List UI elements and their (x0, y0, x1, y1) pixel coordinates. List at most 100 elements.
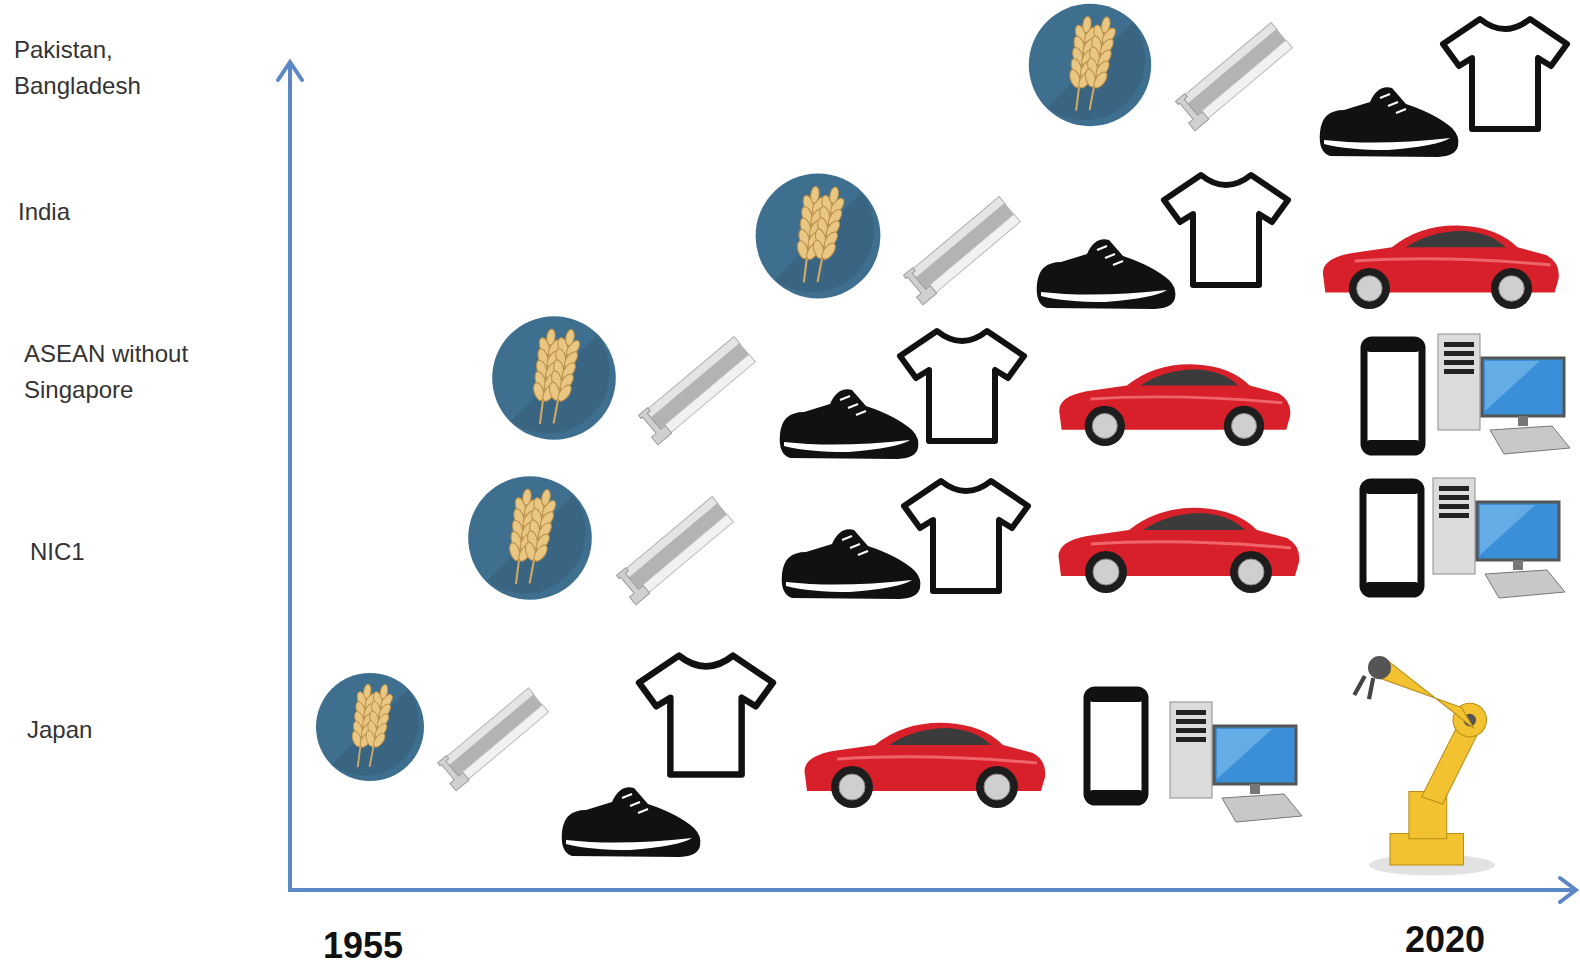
robot-upper-arm (1380, 659, 1475, 728)
pc-monitor (1482, 358, 1564, 416)
shirt-icon (904, 481, 1028, 591)
pc-glare (1485, 361, 1540, 411)
phone-top (1364, 340, 1422, 352)
t-shirt (1164, 175, 1288, 285)
shoe-body (1037, 239, 1176, 309)
shoe-lace (848, 404, 858, 408)
wheat-icon (468, 476, 592, 600)
phone (1363, 482, 1421, 594)
rail-web (448, 694, 542, 776)
car-highlight (837, 757, 1037, 763)
icon-part (782, 529, 921, 599)
car-wheel (1349, 268, 1390, 309)
wheat-grain (546, 328, 556, 345)
wheat-badge (492, 316, 616, 440)
wheat-grain (1091, 70, 1109, 90)
car-wheel (1085, 406, 1125, 446)
phone-top (1087, 690, 1145, 702)
car-highlight (1091, 542, 1291, 548)
row-label: NIC1 (30, 534, 190, 570)
rail-flange (1196, 40, 1293, 124)
x-axis-arrow (1560, 878, 1576, 902)
car-icon (805, 723, 1046, 808)
icon-part (1172, 22, 1293, 131)
pc-slot (1176, 728, 1206, 733)
pc-glare (1217, 729, 1272, 779)
pc-monitor (1477, 502, 1559, 560)
icon-part (1320, 87, 1459, 157)
shoe-icon (782, 529, 921, 599)
shoe-lace (856, 411, 866, 415)
wheat-badge (1029, 4, 1151, 126)
car-icon (1059, 364, 1290, 446)
wheat-grain (371, 731, 387, 749)
wheat-grain (1100, 16, 1111, 34)
pc-slot (1439, 486, 1469, 491)
pc-slot (1176, 737, 1206, 742)
icon-part (435, 687, 550, 791)
phone-bottom (1364, 440, 1422, 452)
shoe-lace (630, 802, 640, 806)
robot-wrist (1368, 656, 1391, 679)
car-wheel (831, 766, 873, 808)
y-axis (288, 64, 292, 890)
car-rim (984, 774, 1010, 800)
year-label: 1955 (323, 925, 463, 967)
row-label: Japan (27, 712, 187, 748)
wheat-stalk (1077, 14, 1121, 112)
shoe-lace (1388, 102, 1398, 106)
icon-part (613, 496, 734, 605)
shoe-lace (638, 809, 648, 813)
shoe-lace (858, 551, 868, 555)
t-shirt (1443, 19, 1567, 129)
row-label: Pakistan, Bangladesh (14, 32, 174, 104)
rail-flange (659, 354, 756, 438)
shoe-body (562, 787, 701, 857)
car-wheel (1085, 551, 1127, 593)
wheat-grain (828, 186, 839, 204)
shoe-lace (1396, 109, 1406, 113)
shoe-stripe (1041, 290, 1167, 302)
shoe-icon (1037, 239, 1176, 309)
wheat-stalk (358, 682, 396, 769)
pc-slot (1444, 369, 1474, 374)
car-highlight (1090, 397, 1282, 403)
pc-stand (1250, 784, 1260, 794)
pc-tower (1433, 478, 1475, 574)
pc-slot (1439, 495, 1469, 500)
car-rim (1357, 276, 1382, 301)
pc-stand (1513, 560, 1523, 570)
wheat-stalk (804, 184, 848, 284)
shoe-icon (1320, 87, 1459, 157)
wheat-icon (756, 174, 881, 299)
rail-flange (924, 214, 1021, 298)
computer-icon (1433, 478, 1565, 598)
rail-end (900, 266, 936, 304)
car-wheel (1224, 406, 1264, 446)
shoe-stripe (786, 580, 912, 592)
shirt-icon (1443, 19, 1567, 129)
shoe-lace (1105, 254, 1115, 258)
car-wheel (1230, 551, 1272, 593)
phone (1087, 690, 1145, 802)
rail-web (628, 503, 727, 590)
rail-web (1187, 29, 1286, 116)
wheat-badge (468, 476, 592, 600)
icon-part (1059, 364, 1290, 446)
pc-slot (1444, 342, 1474, 347)
car-window (889, 728, 991, 745)
pc-slot (1176, 710, 1206, 715)
car-rim (839, 774, 865, 800)
x-axis (288, 888, 1574, 892)
pc-keyboard (1485, 570, 1565, 598)
phone-bottom (1087, 790, 1145, 802)
y-axis-arrow (278, 62, 302, 80)
badge-shadow (1047, 22, 1145, 120)
pc-slot (1444, 351, 1474, 356)
shoe-lace (622, 794, 632, 798)
wheat-grain (379, 684, 389, 699)
badge-shadow (511, 335, 610, 434)
badge-shadow (774, 192, 874, 292)
phone-icon (1364, 340, 1422, 452)
pc-keyboard (1222, 794, 1302, 822)
